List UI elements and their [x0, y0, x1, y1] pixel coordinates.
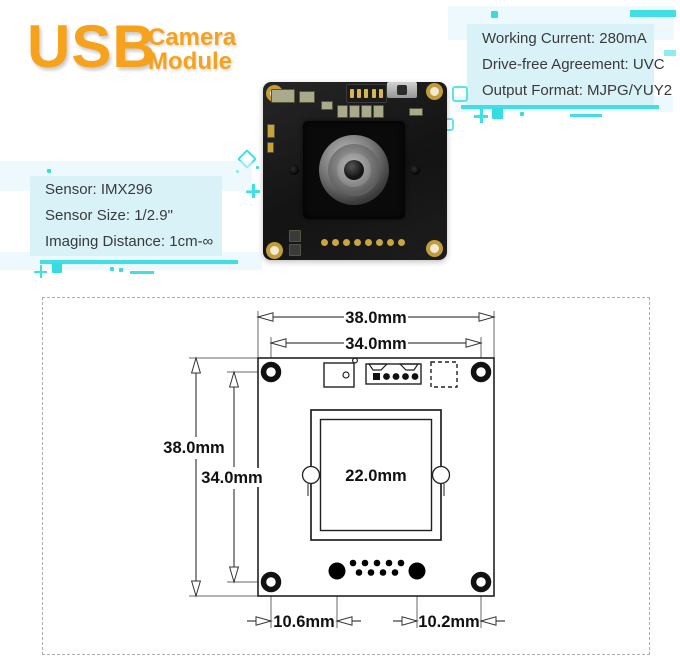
cyan-outline-square-icon [452, 86, 468, 102]
smd-component [289, 244, 301, 256]
solder-pad [332, 239, 339, 246]
spec-working-current: Working Current: 280mA [482, 29, 647, 47]
smd-component [271, 89, 295, 103]
dim-label-side-outer: 38.0mm [163, 439, 224, 457]
smd-component [267, 124, 275, 138]
lens-screw-hole [410, 165, 420, 175]
dim-label-side-inner: 34.0mm [201, 469, 262, 487]
cyan-square-decoration [52, 263, 62, 273]
extension-lines [189, 311, 495, 628]
camera-lens [319, 135, 389, 205]
spec-drive-free: Drive-free Agreement: UVC [482, 55, 665, 73]
lens-core [344, 160, 364, 180]
camera-module-photo [246, 60, 464, 284]
subtitle-line-1: Camera [148, 24, 237, 51]
plus-icon [246, 184, 260, 198]
mounting-hole [426, 240, 443, 257]
subtitle-line-2: Module [148, 48, 232, 75]
smd-component [299, 91, 315, 103]
lens-housing [303, 121, 405, 219]
lens-ring [337, 153, 371, 187]
solder-pad [398, 239, 405, 246]
mounting-hole-drawing [470, 571, 492, 593]
smd-component [337, 105, 348, 118]
connector-pin [357, 89, 362, 98]
pad-dot-drawing [408, 562, 426, 580]
component-box-drawing [323, 362, 355, 388]
solder-pad [343, 239, 350, 246]
smd-component [409, 108, 423, 116]
page-title: USB [27, 13, 157, 80]
cyan-dash-decoration [570, 114, 602, 117]
dim-label-bottom-left: 10.6mm [273, 613, 334, 631]
spec-sensor-size: Sensor Size: 1/2.9" [45, 207, 173, 224]
solder-pad [376, 239, 383, 246]
lens-screw-hole [289, 165, 299, 175]
smd-component [361, 105, 372, 118]
spec-imaging-distance: Imaging Distance: 1cm-∞ [45, 233, 214, 250]
connector-pin [371, 89, 376, 98]
mounting-hole-drawing [260, 571, 282, 593]
panel-underline [461, 105, 659, 109]
mounting-hole-drawing [260, 361, 282, 383]
solder-pad [365, 239, 372, 246]
label-background [346, 466, 406, 484]
pad-dot-drawing [328, 562, 346, 580]
plus-icon [474, 109, 488, 123]
cyan-dot-decoration [110, 267, 114, 271]
dashed-square-drawing [430, 361, 458, 388]
label-background [200, 468, 264, 487]
push-button [387, 82, 417, 98]
cyan-square-decoration [491, 11, 498, 18]
dim-label-lens: 22.0mm [345, 467, 406, 485]
solder-pads [321, 239, 405, 246]
dimension-drawing: 38.0mm 34.0mm 38.0mm 34.0mm 22.0mm 10.6m… [162, 309, 505, 631]
solder-pad [354, 239, 361, 246]
label-background [162, 438, 226, 457]
cyan-bar-decoration [664, 50, 676, 56]
solder-pad [387, 239, 394, 246]
cyan-square-decoration [492, 108, 503, 119]
solder-pad [321, 239, 328, 246]
spec-output-format: Output Format: MJPG/YUY2 [482, 81, 673, 99]
dim-label-bottom-right: 10.2mm [418, 613, 479, 631]
cyan-dot-decoration [119, 268, 123, 272]
pcb-board [263, 82, 447, 260]
specs-panel-right: Working Current: 280mA Drive-free Agreem… [467, 24, 673, 105]
panel-underline [40, 260, 238, 264]
connector-pin [364, 89, 369, 98]
smd-component [373, 105, 384, 118]
cyan-dot-decoration [520, 112, 524, 116]
smd-component [289, 230, 301, 242]
connector-pin [350, 89, 355, 98]
spec-sensor: Sensor: IMX296 [45, 181, 153, 198]
cyan-bar-decoration [630, 10, 676, 17]
dim-label-top-inner: 34.0mm [345, 335, 406, 353]
dim-label-top-outer: 38.0mm [345, 309, 406, 327]
lens-screw-drawing [301, 465, 321, 485]
smd-component [321, 101, 333, 110]
cyan-dot-decoration [256, 166, 259, 169]
lens-screw-drawing [431, 465, 451, 485]
connector-pin [378, 89, 383, 98]
page-subtitle: Camera Module [148, 26, 236, 74]
dimension-drawing-frame: 38.0mm 34.0mm 38.0mm 34.0mm 22.0mm 10.6m… [42, 297, 650, 655]
specs-panel-left: Sensor: IMX296 Sensor Size: 1/2.9" Imagi… [30, 176, 222, 256]
cyan-dash-decoration [130, 271, 154, 274]
lens-ring [328, 144, 380, 196]
mounting-hole-drawing [470, 361, 492, 383]
smd-component [267, 142, 274, 153]
smd-component [349, 105, 360, 118]
pin-dots-drawing [349, 559, 405, 576]
mounting-hole [426, 83, 443, 100]
cyan-dot-decoration [47, 169, 51, 173]
mounting-hole [266, 242, 283, 259]
plus-icon [34, 265, 47, 278]
fpc-connector [346, 84, 387, 103]
connector-drawing [365, 363, 422, 385]
